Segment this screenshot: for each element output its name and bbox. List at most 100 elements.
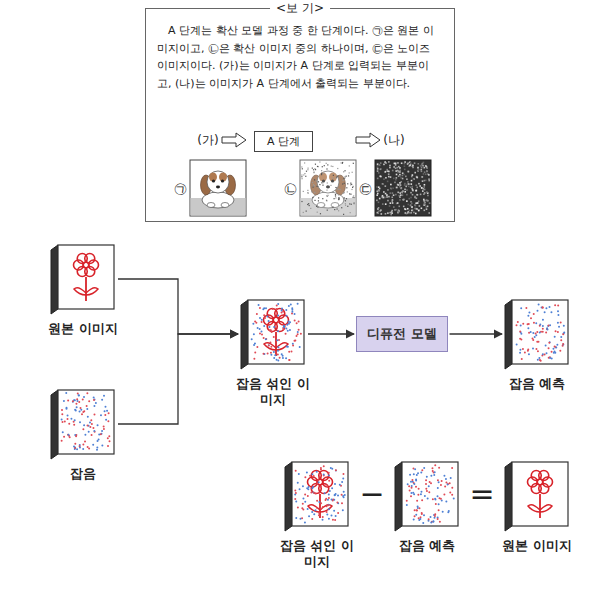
noise-dot [402,192,404,194]
noise-dot [398,211,400,213]
noise-dot [426,208,428,210]
noise-dot [353,163,354,164]
noise-dot [414,172,416,174]
noise-dot [93,396,95,398]
noise-dot [390,202,392,204]
noise-dot [524,352,526,354]
noise-dot [275,308,277,310]
noise-dot [108,412,110,414]
noise-dot [385,177,387,179]
noise-dot [324,205,325,206]
noise-dot [342,163,343,164]
noise-dot [268,326,270,328]
noise-dot [391,188,393,190]
noise-dot [82,428,84,430]
panel-side [395,462,402,531]
noise-dot [353,203,354,204]
noise-dot [302,485,304,487]
noise-dot [415,514,417,516]
noise-dot [404,183,406,185]
noise-dot [341,481,343,483]
noise-dot [292,344,294,346]
noise-dot [399,196,401,198]
noise-dot [427,498,429,500]
noise-dot [386,169,388,171]
noise-dot [414,515,416,517]
noise-dot [317,166,318,167]
noise-dot [388,176,390,178]
noise-dot [377,163,379,165]
noise-dot [421,187,423,189]
noise-dot [533,313,535,315]
noise-dot [397,162,399,164]
noise-dot [108,435,110,437]
noise-dot [432,470,434,472]
noise-dot [88,431,90,433]
noise-dot [299,346,301,348]
noise-dot [445,481,447,483]
noise-dot [76,406,78,408]
noise-dot [430,475,432,477]
noise-dot [105,419,107,421]
noise-dot [424,202,426,204]
noise-dot [321,173,322,174]
noise-dot [75,435,77,437]
noise-dot [532,339,534,341]
image-panel: 잡음 예측 [492,298,582,392]
noise-dot [528,353,530,355]
noise-dot [378,201,380,203]
noise-dot [325,498,327,500]
noise-dot [104,406,106,408]
noise-dot [434,464,436,466]
noise-dot [306,211,307,212]
noise-dot [517,321,519,323]
noise-dot [424,202,426,204]
noise-dot [438,481,440,483]
noise-dot [75,403,77,405]
noise-dot [522,348,524,350]
noise-dot [318,512,320,514]
panel-side [51,245,58,314]
noise-dot [86,392,88,394]
noise-dot [288,351,290,353]
noise-dot [259,328,261,330]
noise-dot [93,413,95,415]
step-box: A 단계 [254,131,313,152]
noise-dot [285,327,287,329]
noise-dot [409,165,411,167]
noise-dot [343,178,344,179]
panel-side [505,300,512,369]
noise-dot [88,400,90,402]
noise-dot [78,394,80,396]
noise-dot [342,509,344,511]
noise-dot [335,515,337,517]
noise-dot [520,324,522,326]
noise-dot [90,419,92,421]
noise-dot [545,344,547,346]
noise-dot [347,191,348,192]
noise-dot [327,210,328,211]
noise-dot [421,207,423,209]
noise-dot [425,483,427,485]
noise-dot [415,478,417,480]
noise-dot [383,191,385,193]
noise-dot [84,434,86,436]
noise-dot [527,327,529,329]
noise-dot [295,500,297,502]
noise-dot [403,174,405,176]
noise-dot [311,473,313,475]
noise-dot [387,181,389,183]
noise-dot [407,181,409,183]
noise-dot [389,205,391,207]
noise-dot [410,162,412,164]
noise-dot [306,471,308,473]
noise-dot [427,195,429,197]
image-caption: 잡음 예측 [390,538,464,554]
flower-leaf [74,288,86,295]
noise-dot [416,500,418,502]
noise-dot [323,473,325,475]
image-panel: 잡음 예측 [382,460,472,554]
noise-dot [393,206,395,208]
noise-dot [418,517,420,519]
noise-dot [530,317,532,319]
